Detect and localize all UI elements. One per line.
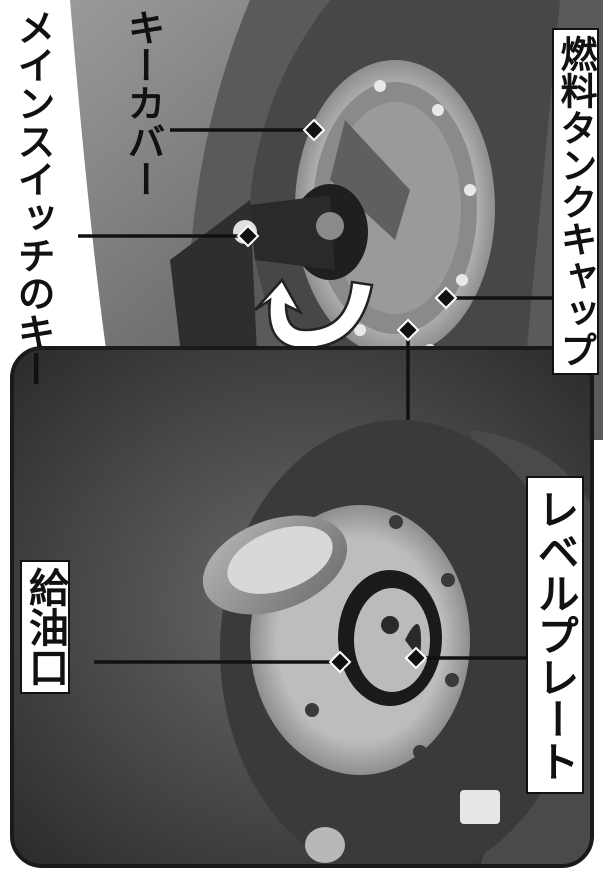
bottom-panel <box>10 346 594 868</box>
dot-level-plate <box>404 646 428 670</box>
label-level-plate: レベルプレート <box>526 476 584 794</box>
label-filler-port: 給油口 <box>20 560 70 694</box>
dot-filler-port <box>328 650 352 674</box>
label-fuel-tank-cap: 燃料タンクキャップ <box>552 28 599 375</box>
label-key-cover: キーカバー <box>121 8 165 198</box>
top-photo <box>70 0 603 440</box>
leader-lines <box>78 128 552 664</box>
dot-fuel-tank-cap <box>434 286 458 310</box>
label-main-switch-key: メインスイッチのキー <box>11 8 55 388</box>
dot-main-switch-key <box>236 224 260 248</box>
leader-dots <box>236 118 458 674</box>
dot-level-plate-top <box>396 318 420 342</box>
dot-key-cover <box>302 118 326 142</box>
